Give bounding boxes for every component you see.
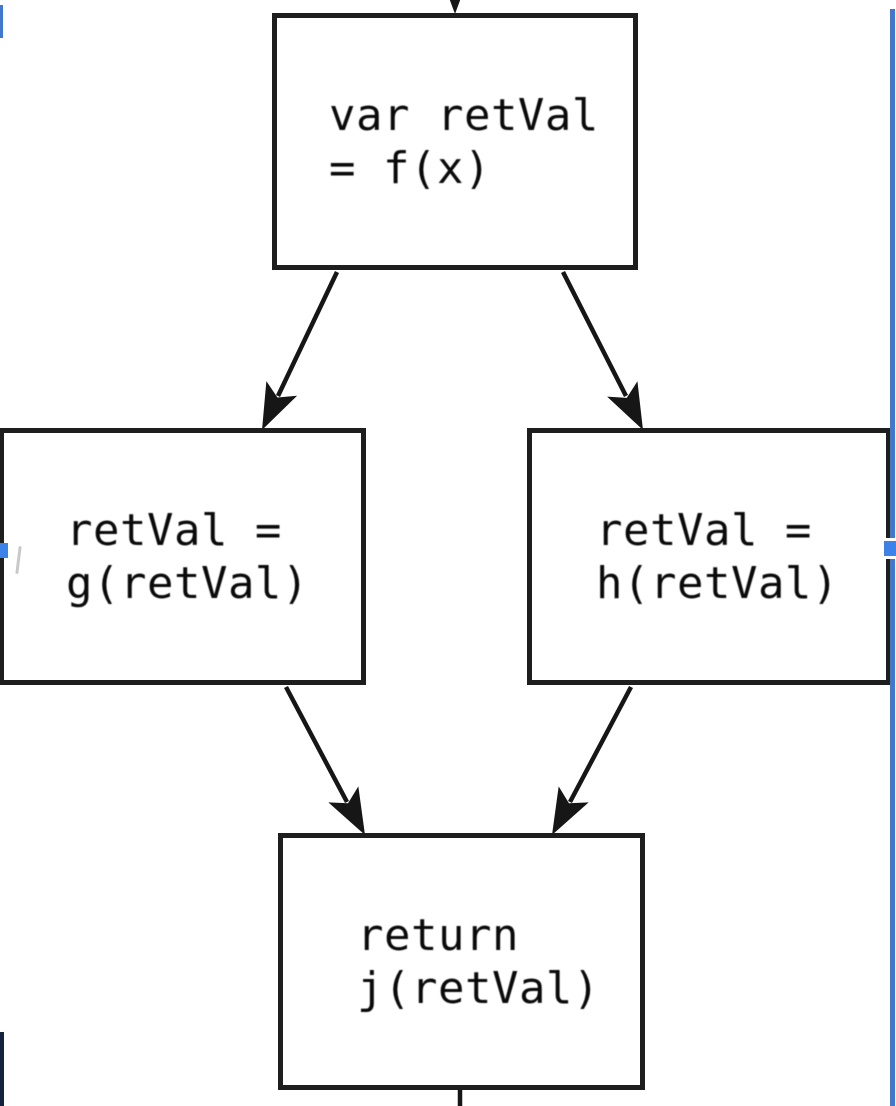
edge-into-start-arrow — [438, 0, 472, 14]
selection-border-top-left-fragment — [0, 5, 3, 38]
node-g-retval: retVal = g(retVal) — [0, 428, 366, 685]
selection-handle-right-knob — [884, 541, 896, 556]
node-var-retval-fx: var retVal = f(x) — [272, 13, 638, 270]
edge-h-to-return-arrow — [552, 685, 633, 835]
selection-handle-right[interactable] — [881, 538, 896, 559]
node-label: var retVal = f(x) — [329, 89, 599, 194]
edge-g-to-return-arrow — [284, 685, 365, 835]
node-h-retval: retVal = h(retVal) — [527, 428, 891, 685]
node-label: return j(retVal) — [357, 909, 600, 1014]
selection-handle-left[interactable] — [0, 543, 8, 558]
node-return-j-retval: return j(retVal) — [278, 833, 645, 1090]
node-label: retVal = h(retVal) — [596, 504, 839, 609]
edge-start-to-g-arrow — [262, 271, 340, 430]
edge-start-to-h-arrow — [560, 270, 643, 430]
cursor-bar-bottom-left — [0, 1032, 4, 1106]
node-label: retVal = g(retVal) — [66, 504, 309, 609]
